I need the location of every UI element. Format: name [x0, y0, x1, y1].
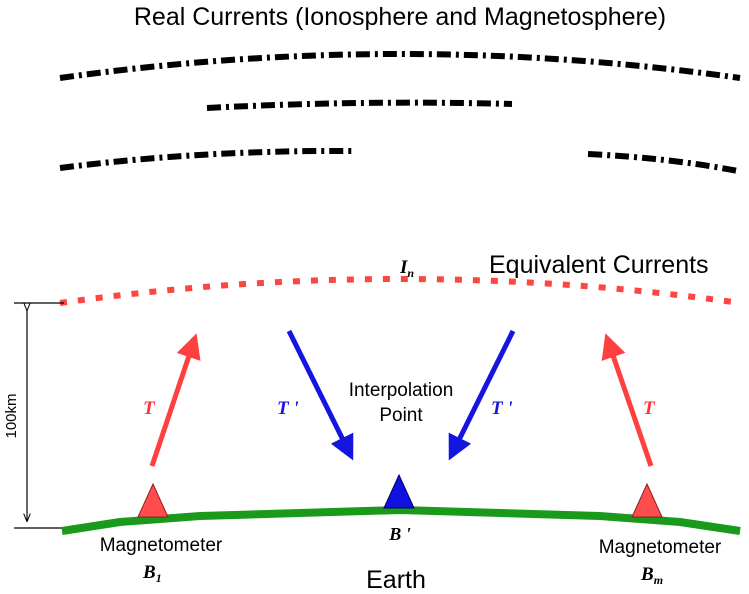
equivalent-currents-arc — [59, 276, 741, 306]
interpolation-label-line1: Interpolation — [349, 380, 454, 401]
magnetometer-right-icon — [631, 482, 663, 518]
magnetometer-right-label: Magnetometer — [599, 537, 722, 558]
t-arrow-left — [149, 333, 201, 467]
real-current-arc-top — [59, 51, 741, 81]
real-current-arc-left — [59, 147, 353, 171]
interpolation-label-line2: Point — [379, 405, 423, 426]
t-label-right: T — [643, 398, 656, 419]
height-indicator: 100km — [3, 302, 64, 529]
magnetometer-left-icon — [137, 482, 169, 518]
b1-main: B — [142, 562, 156, 583]
b1-sub: 1 — [156, 571, 162, 585]
current-label-main: I — [399, 257, 408, 278]
real-current-arc-right — [587, 151, 739, 174]
magnetometer-left-label: Magnetometer — [100, 535, 223, 556]
bm-label: Bm — [640, 564, 663, 587]
earth-surface — [61, 506, 741, 535]
bm-sub: m — [654, 573, 663, 587]
real-currents — [59, 51, 741, 174]
t-arrow-right — [601, 333, 654, 467]
height-label: 100km — [3, 393, 20, 438]
interpolation-point-icon — [383, 473, 415, 509]
real-currents-title: Real Currents (Ionosphere and Magnetosph… — [134, 3, 666, 31]
t-label-left: T — [143, 398, 156, 419]
b-prime-label: B ' — [388, 524, 411, 544]
bm-main: B — [640, 564, 654, 585]
t-prime-arrow-right — [448, 329, 516, 461]
t-prime-label-right: T ' — [491, 398, 513, 419]
current-label-sub: n — [407, 266, 414, 280]
b1-label: B1 — [142, 562, 162, 585]
current-label: In — [399, 257, 414, 280]
equivalent-currents-label: Equivalent Currents — [489, 251, 709, 279]
earth-label: Earth — [366, 566, 426, 594]
t-prime-arrow-left — [286, 329, 354, 461]
t-prime-label-left: T ' — [277, 398, 299, 419]
real-current-arc-middle — [206, 99, 513, 111]
